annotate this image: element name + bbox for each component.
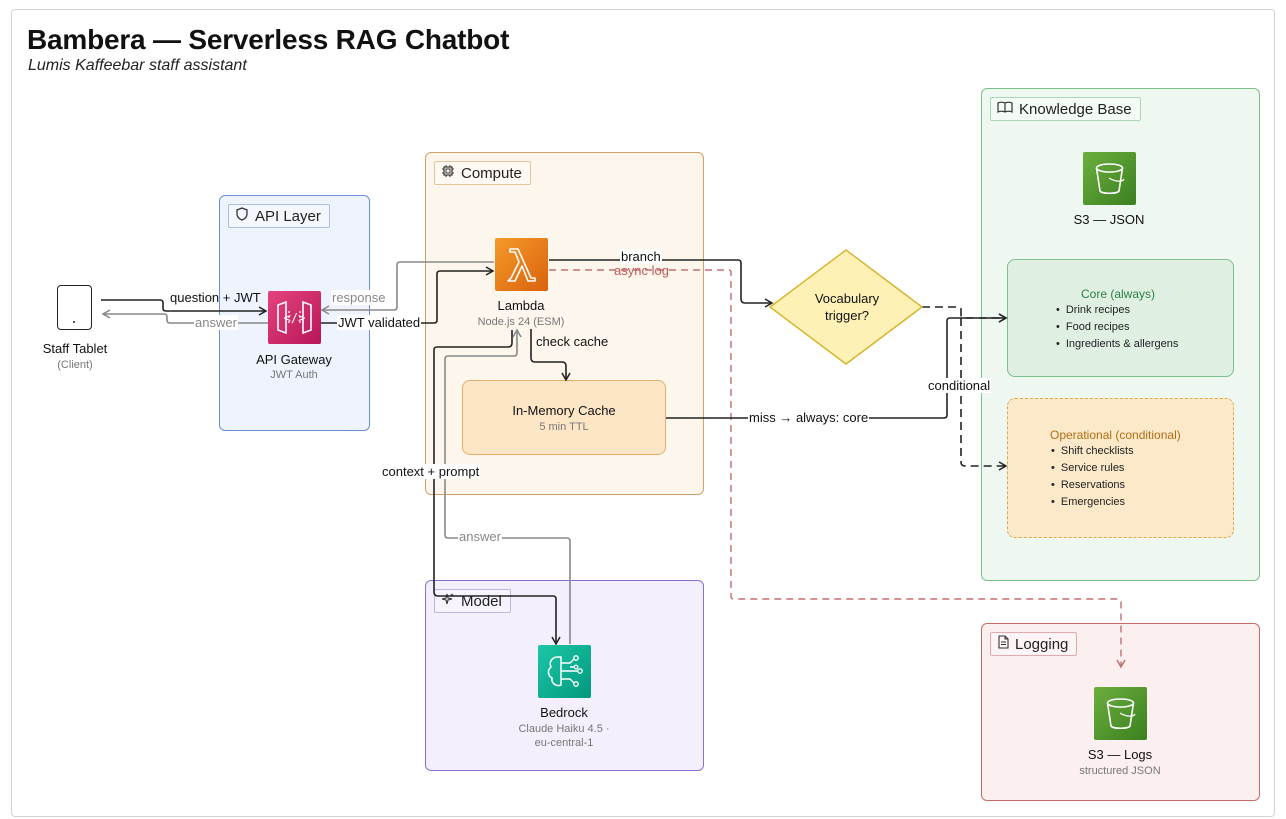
edge-conditional: [960, 318, 1008, 471]
bedrock-title: Bedrock: [540, 705, 588, 720]
edge-question-jwt: [101, 299, 268, 316]
kb-core-title: Core (always): [1081, 287, 1156, 301]
decision-node: [768, 249, 924, 365]
edge-label-miss-core: miss → always: core: [748, 410, 870, 425]
edge-answer-model: [444, 328, 571, 644]
s3-logs-title: S3 — Logs: [1087, 747, 1153, 762]
api-layer-label-text: API Layer: [255, 207, 321, 225]
kb-core-list: Drink recipes Food recipes Ingredients &…: [1056, 302, 1179, 353]
edge-label-jwt-validated: JWT validated: [337, 315, 422, 330]
edge-label-conditional: conditional: [927, 378, 992, 393]
edge-check-cache: [530, 329, 571, 382]
api-gateway-subtitle: JWT Auth: [270, 369, 318, 381]
api-layer-label: API Layer: [228, 204, 330, 228]
kb-operational-item: Emergencies: [1051, 494, 1134, 511]
lambda-icon[interactable]: [495, 238, 548, 291]
edge-jwt-validated: [321, 266, 495, 324]
s3-logs-bucket-icon[interactable]: [1094, 687, 1147, 740]
edge-response: [320, 261, 494, 315]
svg-text:</>: </>: [284, 311, 306, 325]
bedrock-icon[interactable]: [538, 645, 591, 698]
book-icon: [997, 100, 1013, 118]
edge-label-answer-model: answer: [458, 529, 502, 544]
edge-label-response: response: [331, 290, 387, 305]
compute-label-text: Compute: [461, 164, 522, 182]
diagram-subtitle: Lumis Kaffeebar staff assistant: [28, 57, 247, 74]
kb-operational-item: Service rules: [1051, 460, 1134, 477]
kb-operational-list: Shift checklists Service rules Reservati…: [1051, 443, 1134, 511]
logging-label-text: Logging: [1015, 635, 1069, 653]
knowledge-base-label: Knowledge Base: [990, 97, 1141, 121]
edge-context-prompt: [433, 330, 561, 646]
edge-branch: [549, 259, 774, 308]
kb-core-item: Food recipes: [1056, 319, 1178, 336]
s3-bucket-icon[interactable]: [1083, 152, 1136, 205]
knowledge-base-label-text: Knowledge Base: [1019, 100, 1132, 118]
edge-miss-core: [666, 313, 1008, 419]
shield-icon: [235, 207, 249, 225]
compute-label: Compute: [434, 161, 531, 185]
tablet-subtitle: (Client): [57, 359, 93, 371]
cache-subtitle: 5 min TTL: [539, 421, 589, 433]
kb-operational-title: Operational (conditional): [1050, 428, 1181, 442]
cache-title: In-Memory Cache: [512, 403, 616, 418]
kb-core-item: Ingredients & allergens: [1056, 336, 1179, 353]
api-layer-group: API Layer: [219, 195, 370, 431]
kb-operational-item: Shift checklists: [1051, 443, 1134, 460]
kb-core-item: Drink recipes: [1056, 302, 1178, 319]
edge-decision-core: [922, 306, 1008, 323]
cache-node[interactable]: [462, 380, 666, 455]
edge-label-question-jwt: question + JWT: [170, 290, 261, 305]
edge-answer-client: [101, 309, 270, 324]
edge-async-log: [549, 269, 1126, 669]
decision-label-line2: trigger?: [824, 308, 870, 323]
chip-icon: [441, 164, 455, 182]
document-icon: [997, 635, 1009, 653]
edge-label-context-prompt: context + prompt: [381, 464, 481, 479]
logging-label: Logging: [990, 632, 1078, 656]
decision-label-line1: Vocabulary: [814, 291, 880, 306]
kb-operational-item: Reservations: [1051, 477, 1134, 494]
bedrock-subtitle-line2: eu-central-1: [534, 737, 594, 749]
api-gateway-title: API Gateway: [256, 352, 332, 367]
s3-logs-subtitle: structured JSON: [1079, 765, 1161, 777]
edge-label-check-cache: check cache: [536, 334, 609, 349]
sparkle-icon: [441, 592, 455, 610]
edge-label-answer-client: answer: [194, 315, 238, 330]
edge-label-async-log: async log: [614, 263, 669, 278]
s3-json-title: S3 — JSON: [1073, 212, 1145, 227]
tablet-title: Staff Tablet: [42, 341, 108, 356]
api-gateway-icon[interactable]: </>: [268, 291, 321, 344]
bedrock-subtitle-line1: Claude Haiku 4.5 ·: [518, 723, 610, 735]
lambda-title: Lambda: [497, 298, 545, 313]
edge-label-branch: branch: [620, 249, 662, 264]
diagram-title: Bambera — Serverless RAG Chatbot: [27, 24, 510, 55]
tablet-icon[interactable]: [57, 285, 92, 330]
lambda-subtitle: Node.js 24 (ESM): [477, 316, 565, 328]
